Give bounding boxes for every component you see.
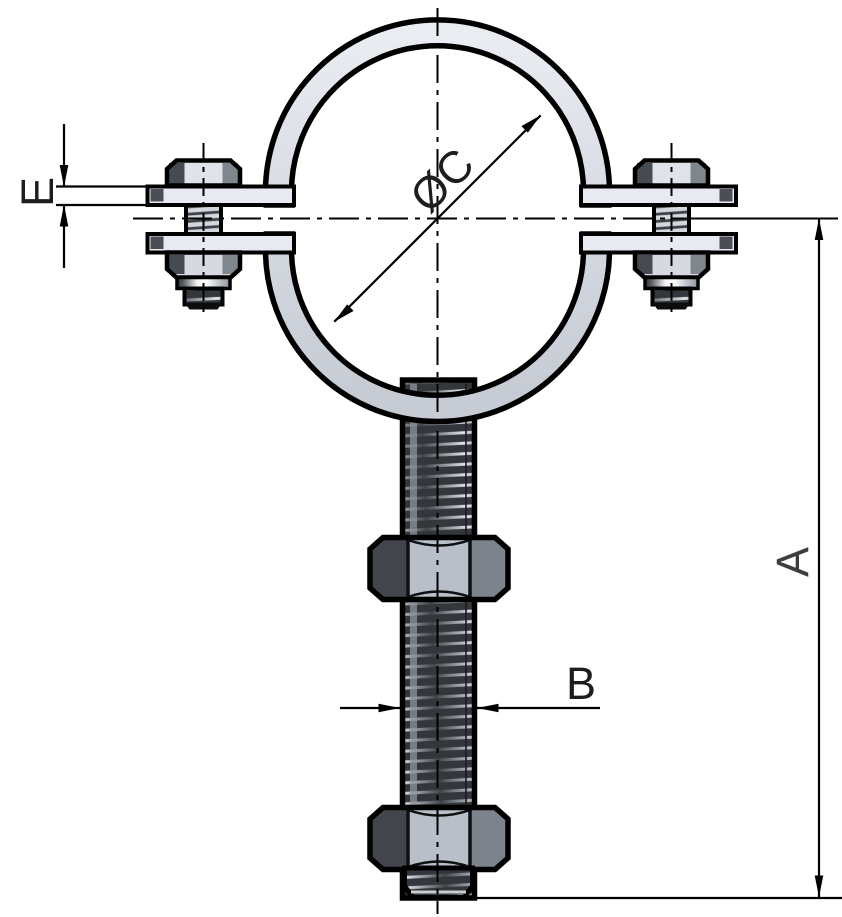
arrowhead [477, 703, 499, 713]
bolt-head-facet-dark [169, 163, 185, 184]
rod-nut-bottom [367, 804, 511, 873]
nut-chamfer-top [407, 808, 471, 817]
flange-end-cap-top-left [150, 189, 164, 202]
dimension-line [333, 114, 542, 323]
flange-end-cap-bottom-right [719, 236, 733, 249]
nut-facet-dark [370, 807, 408, 870]
dimension-e: E [12, 124, 150, 268]
nut-outline [367, 804, 511, 873]
dimension-a: A [472, 218, 842, 900]
arrowhead [814, 875, 824, 897]
bolt-head-facet-mid [222, 163, 238, 184]
bolt-nut-facet-mid [222, 255, 238, 274]
bolt-head [635, 160, 708, 186]
bolt-stub-end [652, 302, 691, 310]
nut-outline [367, 534, 511, 603]
flange-end-cap-bottom-left [150, 236, 164, 249]
bolt-head-outline [632, 158, 711, 188]
flange-plate-top-right [579, 184, 738, 207]
arrowhead [334, 304, 354, 322]
rod-nut-middle [367, 534, 511, 603]
flange-plate-top-left [145, 184, 296, 207]
arrowhead [378, 703, 400, 713]
flange-plate-bottom-left [145, 232, 296, 255]
arrowhead [814, 218, 824, 240]
bolt-nut-facet-mid [690, 255, 706, 274]
bolt-head-outline [164, 158, 243, 188]
dim-label-dia-c: ØC [400, 138, 484, 222]
nut-facet-dark [370, 537, 408, 600]
nut-chamfer-bottom [407, 590, 471, 599]
flange-end-cap-top-right [719, 189, 733, 202]
nut-facet-mid [470, 537, 508, 600]
dim-label-a: A [767, 547, 818, 577]
rod-end-stub [402, 865, 475, 900]
arrowhead [59, 204, 69, 227]
flange-plate-bottom-right [579, 232, 738, 255]
rod-thread-root-strip [410, 384, 417, 894]
arrowhead [59, 165, 69, 187]
nut-chamfer-bottom [407, 860, 471, 869]
clamp-flange-left [145, 184, 296, 255]
arrowhead [521, 115, 541, 133]
dimension-b: B [340, 658, 600, 713]
bolt-nut-facet-dark [169, 255, 185, 274]
bolt-head [167, 160, 240, 186]
bolt-nut-facet-dark [637, 255, 653, 274]
centerlines [133, 8, 838, 914]
flange-bolt-left [164, 158, 243, 310]
dim-label-b: B [566, 658, 596, 709]
bolt-head-facet-dark [637, 163, 653, 184]
bolt-head-facet-mid [690, 163, 706, 184]
nut-facet-mid [470, 807, 508, 870]
bolt-stub-end [184, 302, 223, 310]
nut-chamfer-top [407, 538, 471, 547]
dim-label-e: E [12, 177, 63, 207]
